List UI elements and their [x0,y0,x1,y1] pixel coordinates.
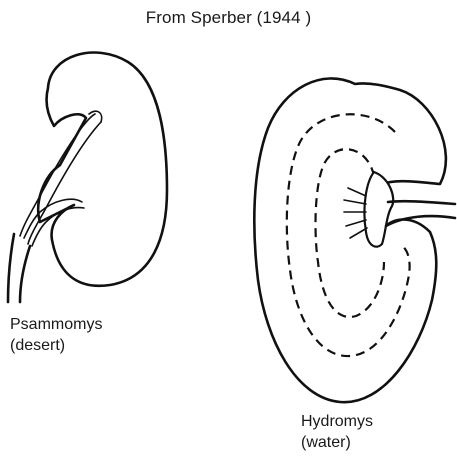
hydromys-kidney-outline [254,78,446,402]
psammomys-label: Psammomys (desert) [10,314,102,356]
psammomys-kidney [8,53,167,302]
hydromys-cortex-boundary [287,114,410,356]
psammomys-name: Psammomys [10,314,102,335]
hydromys-ureter [388,201,455,204]
hydromys-label: Hydromys (water) [301,411,373,453]
psammomys-kidney-outline [38,53,167,286]
hydromys-pelvis [364,172,393,247]
psammomys-ureter [8,234,14,302]
psammomys-habitat: (desert) [10,335,102,356]
psammomys-lower-branch-inner [32,208,84,246]
psammomys-papilla-inner [28,122,101,244]
figure-caption: From Sperber (1944 ) [0,8,457,28]
hydromys-kidney [254,78,455,402]
psammomys-ureter-inner [20,246,30,302]
hydromys-habitat: (water) [301,432,373,453]
hydromys-name: Hydromys [301,411,373,432]
